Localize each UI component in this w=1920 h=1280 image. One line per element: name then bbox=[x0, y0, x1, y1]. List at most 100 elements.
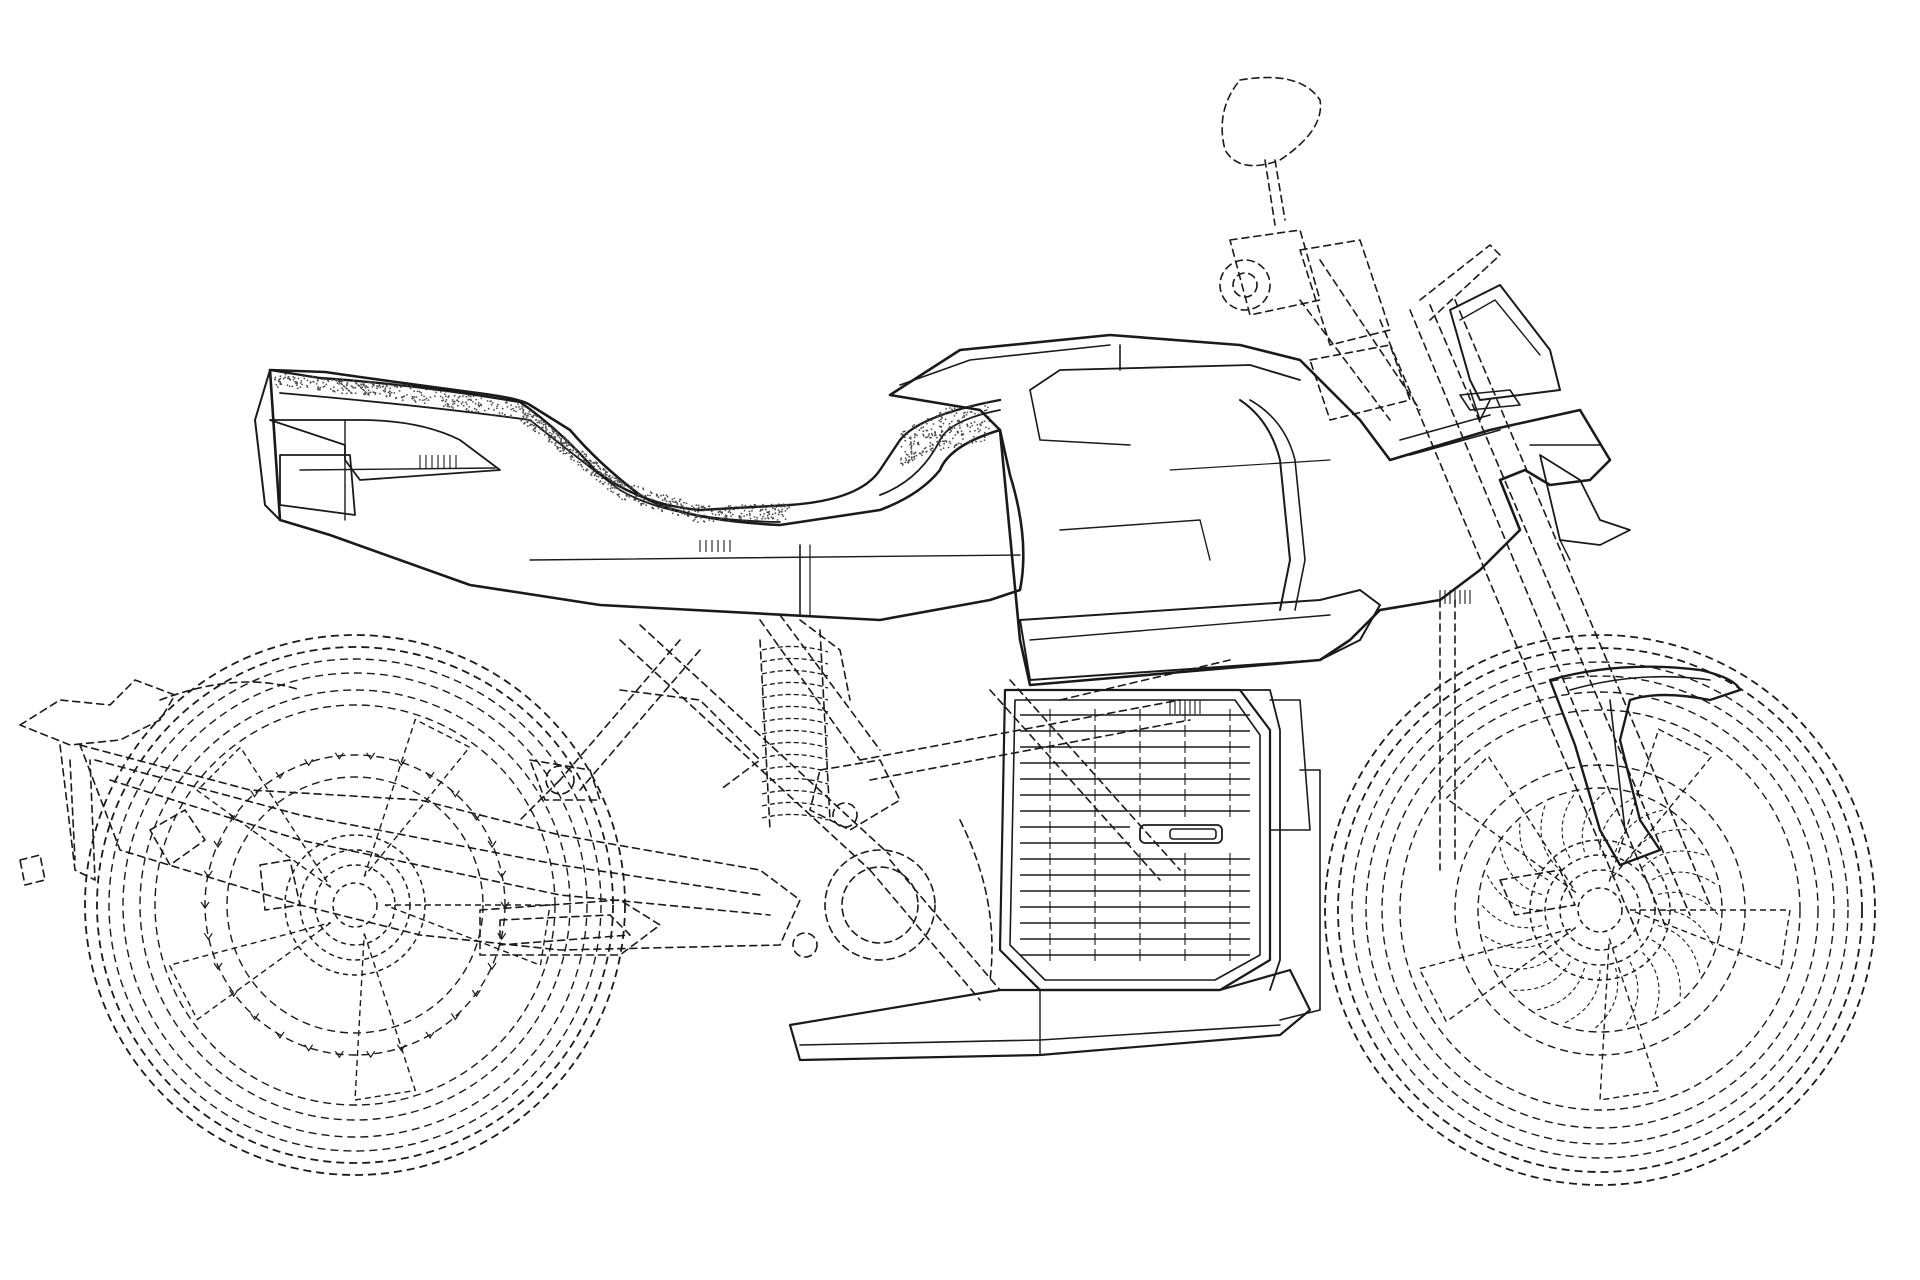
stipple-dot bbox=[322, 381, 324, 384]
stipple-dot bbox=[924, 446, 927, 449]
stipple-dot bbox=[976, 424, 979, 426]
stipple-dot bbox=[607, 483, 610, 485]
stipple-dot bbox=[647, 494, 649, 496]
stipple-dot bbox=[948, 425, 951, 428]
stipple-dot bbox=[591, 471, 593, 474]
stipple-dot bbox=[780, 505, 782, 508]
stipple-dot bbox=[664, 497, 666, 500]
stipple-dot bbox=[943, 443, 945, 445]
stipple-dot bbox=[555, 432, 558, 435]
spoke bbox=[354, 933, 417, 1101]
stipple-dot bbox=[593, 465, 595, 468]
stipple-dot bbox=[590, 467, 593, 470]
stipple-dot bbox=[969, 426, 972, 429]
stipple-dot bbox=[913, 436, 916, 439]
stipple-dot bbox=[487, 407, 490, 410]
spoke bbox=[168, 921, 332, 1021]
stipple-dot bbox=[939, 411, 942, 414]
stipple-dot bbox=[467, 398, 470, 401]
stipple-dot bbox=[724, 516, 727, 518]
stipple-dot bbox=[904, 457, 907, 459]
stipple-dot bbox=[985, 426, 987, 429]
stipple-dot bbox=[585, 469, 587, 472]
stipple-dot bbox=[292, 378, 295, 381]
stipple-dot bbox=[306, 384, 308, 387]
stipple-dot bbox=[510, 414, 512, 417]
stipple-dot bbox=[572, 453, 575, 456]
stipple-dot bbox=[341, 383, 343, 386]
stipple-dot bbox=[603, 469, 606, 471]
spoke bbox=[1629, 909, 1791, 970]
stipple-dot bbox=[505, 401, 508, 404]
stipple-dot bbox=[765, 506, 767, 509]
stipple-dot bbox=[900, 462, 902, 465]
stipple-dot bbox=[319, 386, 322, 389]
stipple-dot bbox=[707, 505, 710, 508]
stipple-dot bbox=[343, 385, 346, 388]
stipple-dot bbox=[940, 418, 942, 421]
stipple-dot bbox=[577, 451, 580, 454]
stipple-dot bbox=[932, 423, 935, 425]
stipple-dot bbox=[945, 408, 947, 410]
disc-vane bbox=[1481, 905, 1543, 929]
front-fender bbox=[1548, 665, 1742, 867]
stipple-dot bbox=[596, 475, 598, 478]
stipple-dot bbox=[521, 407, 524, 410]
stipple-dot bbox=[552, 437, 554, 439]
stipple-dot bbox=[673, 497, 676, 500]
stipple-dot bbox=[399, 386, 402, 388]
stipple-dot bbox=[628, 496, 631, 498]
stipple-dot bbox=[906, 461, 909, 464]
stipple-dot bbox=[538, 432, 540, 435]
stipple-dot bbox=[687, 513, 690, 516]
stipple-dot bbox=[608, 478, 610, 480]
stipple-dot bbox=[910, 443, 912, 445]
stipple-dot bbox=[781, 508, 783, 511]
stipple-dot bbox=[483, 409, 486, 412]
stipple-dot bbox=[643, 498, 645, 501]
stipple-dot bbox=[560, 439, 562, 442]
stipple-dot bbox=[557, 447, 559, 450]
stipple-dot bbox=[367, 389, 370, 392]
stipple-dot bbox=[593, 474, 596, 477]
stipple-dot bbox=[692, 519, 695, 522]
swingarm bbox=[79, 744, 801, 956]
stipple-dot bbox=[342, 389, 345, 391]
stipple-dot bbox=[667, 506, 670, 509]
stipple-dot bbox=[601, 482, 604, 485]
stipple-dot bbox=[346, 387, 348, 390]
stipple-dot bbox=[629, 486, 631, 488]
stipple-dot bbox=[571, 455, 573, 458]
stipple-dot bbox=[656, 494, 659, 497]
stipple-dot bbox=[555, 441, 558, 444]
stipple-dot bbox=[938, 413, 941, 415]
stipple-dot bbox=[279, 375, 282, 378]
stipple-dot bbox=[597, 475, 600, 478]
stipple-dot bbox=[406, 394, 408, 396]
stipple-dot bbox=[728, 508, 731, 511]
stipple-dot bbox=[927, 435, 930, 437]
stipple-dot bbox=[717, 511, 720, 514]
stipple-dot bbox=[384, 387, 387, 390]
stipple-dot bbox=[457, 400, 460, 403]
stipple-dot bbox=[423, 395, 425, 398]
stipple-dot bbox=[425, 388, 428, 391]
stipple-dot bbox=[940, 431, 943, 433]
stipple-dot bbox=[662, 494, 665, 497]
stipple-dot bbox=[497, 403, 499, 406]
stipple-dot bbox=[724, 514, 727, 517]
stipple-dot bbox=[322, 386, 325, 388]
stipple-dot bbox=[963, 414, 965, 417]
stipple-dot bbox=[934, 431, 936, 433]
stipple-dot bbox=[602, 467, 605, 470]
stipple-dot bbox=[925, 450, 928, 453]
stipple-dot bbox=[336, 382, 339, 384]
stipple-dot bbox=[374, 393, 377, 395]
stipple-dot bbox=[956, 430, 959, 433]
stipple-dot bbox=[764, 517, 767, 520]
stipple-dot bbox=[360, 386, 363, 389]
stipple-dot bbox=[367, 381, 370, 384]
stipple-dot bbox=[748, 512, 751, 515]
shock-coil bbox=[761, 753, 829, 761]
